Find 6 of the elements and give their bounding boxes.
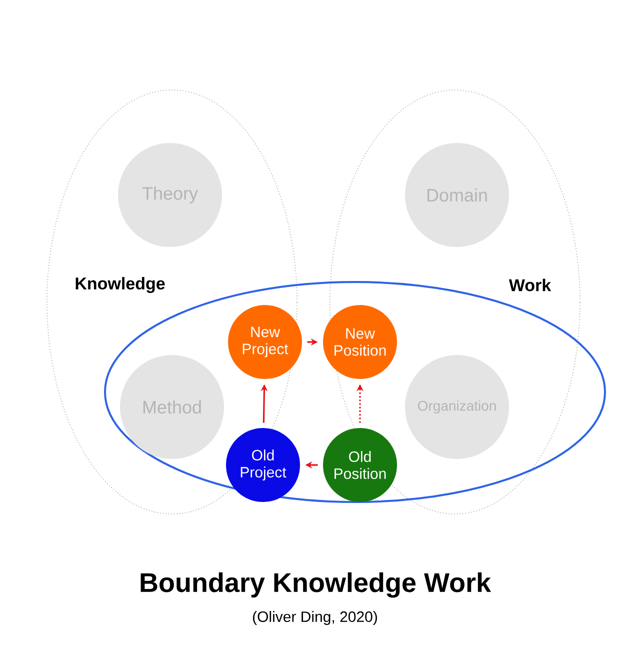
circle-node: New Position	[323, 305, 397, 379]
circle-node: Old Position	[323, 428, 397, 502]
circle-node: Old Project	[226, 428, 300, 502]
caption: (Oliver Ding, 2020)	[252, 611, 377, 625]
title: Boundary Knowledge Work	[140, 572, 492, 598]
circle-node: New Project	[228, 305, 302, 379]
